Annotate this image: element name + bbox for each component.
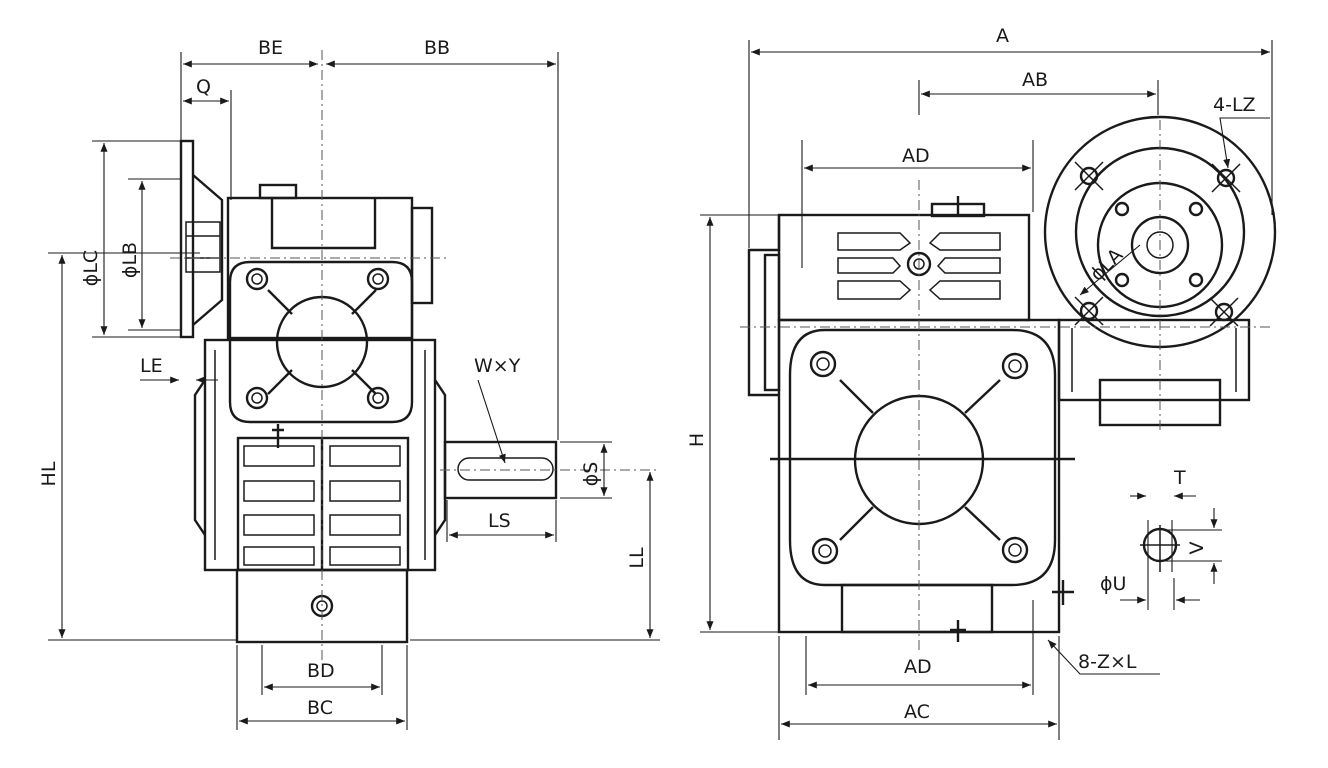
leader-8-ZxL — [1047, 639, 1160, 675]
leader-WxY — [477, 379, 506, 464]
bolt-hole — [1188, 201, 1204, 217]
cooling-fins — [243, 445, 401, 566]
flange-bolt — [245, 386, 269, 410]
flange-bolt — [811, 537, 839, 565]
front-view — [700, 40, 1277, 740]
side-view — [48, 50, 660, 730]
base-foot — [840, 583, 994, 634]
top-vent-plug — [258, 183, 298, 200]
label-phi-LC: ϕLC — [80, 250, 102, 286]
flange-mount-hole — [1074, 161, 1104, 191]
flange-bolt — [245, 267, 269, 291]
label-LL: LL — [626, 547, 648, 569]
label-BE: BE — [258, 37, 283, 59]
motor-adapter — [1057, 318, 1251, 402]
label-WxY: W×Y — [474, 355, 521, 377]
side-cover — [747, 215, 781, 397]
label-phi-LA: ϕLA — [1086, 244, 1127, 285]
bolt-hole — [1114, 272, 1130, 288]
flange-mount-hole — [1074, 296, 1104, 326]
upper-housing — [777, 213, 1031, 322]
label-Q: Q — [196, 76, 211, 98]
bolt-hole — [1114, 201, 1130, 217]
label-BB: BB — [424, 37, 450, 59]
flange-bolt — [1001, 536, 1029, 564]
flange-bolt — [366, 267, 390, 291]
label-T: T — [1173, 467, 1186, 489]
label-phi-LB: ϕLB — [119, 242, 141, 278]
upper-side-boss — [410, 206, 434, 305]
label-AC: AC — [904, 701, 930, 723]
flange-bolt — [366, 386, 390, 410]
upper-housing-recess — [270, 198, 377, 250]
label-AB: AB — [1022, 69, 1048, 91]
flange-mount-hole — [1211, 163, 1241, 193]
upper-fins — [837, 232, 1001, 300]
label-BC: BC — [307, 697, 333, 719]
motor-flange-plate — [179, 139, 195, 339]
label-A: A — [996, 25, 1009, 47]
motor-shaft-bore — [1130, 215, 1190, 275]
label-LS: LS — [488, 510, 511, 532]
flange-bolt — [809, 350, 837, 378]
label-AD-top: AD — [902, 145, 930, 167]
label-BD: BD — [307, 660, 335, 682]
label-V: V — [1186, 542, 1208, 555]
label-H: H — [686, 433, 708, 447]
label-8-ZxL: 8-Z×L — [1078, 651, 1137, 673]
leader-phi-LA — [1079, 244, 1141, 296]
motor-flange-neck — [192, 174, 224, 326]
label-AD-bottom: AD — [904, 656, 932, 678]
leader-4-LZ — [1219, 117, 1270, 169]
bolt-hole — [1188, 272, 1204, 288]
flange-bolt — [1001, 352, 1029, 380]
shaft-keyway — [457, 457, 554, 481]
label-4-LZ: 4-LZ — [1213, 94, 1256, 116]
label-HL: HL — [38, 461, 60, 486]
input-flange-square — [228, 260, 414, 424]
output-flange-square — [788, 328, 1057, 587]
label-LE: LE — [140, 355, 163, 377]
keyway-detail — [1140, 525, 1180, 572]
flange-spigot — [185, 221, 221, 273]
label-phi-S: ϕS — [580, 462, 602, 487]
flange-mount-hole — [1209, 297, 1239, 327]
label-phi-U: ϕU — [1100, 573, 1126, 595]
